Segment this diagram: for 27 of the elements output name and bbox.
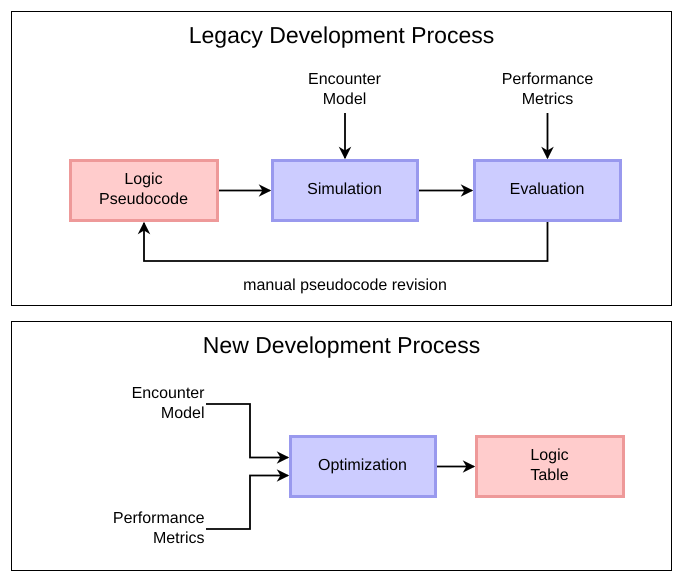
arrow — [219, 184, 272, 197]
panel-title: Legacy Development Process — [188, 22, 496, 49]
box-text: Performance Metrics — [502, 70, 594, 108]
process-panel — [11, 321, 672, 571]
box-text: Logic Table — [530, 446, 569, 486]
panel-title: New Development Process — [202, 332, 482, 359]
arrow — [138, 222, 548, 262]
process-box — [270, 158, 418, 222]
process-panel — [11, 11, 672, 306]
box-text: Performance Metrics — [112, 510, 204, 546]
process-box — [68, 158, 218, 222]
arrow — [541, 113, 554, 160]
box-text: Evaluation — [510, 180, 584, 200]
edge-label: manual pseudocode revision — [243, 277, 447, 295]
arrow — [338, 113, 352, 160]
process-box — [288, 434, 436, 498]
process-box — [472, 158, 622, 222]
arrow — [437, 460, 476, 473]
box-text: Optimization — [318, 456, 407, 476]
process-box — [474, 434, 624, 498]
box-text: Logic Pseudocode — [99, 170, 188, 210]
box-text: Encounter Model — [132, 384, 204, 422]
arrow — [206, 469, 290, 530]
arrow — [419, 184, 474, 197]
box-text: Simulation — [307, 180, 382, 200]
arrow — [206, 403, 290, 464]
box-text: Encounter Model — [308, 70, 381, 108]
